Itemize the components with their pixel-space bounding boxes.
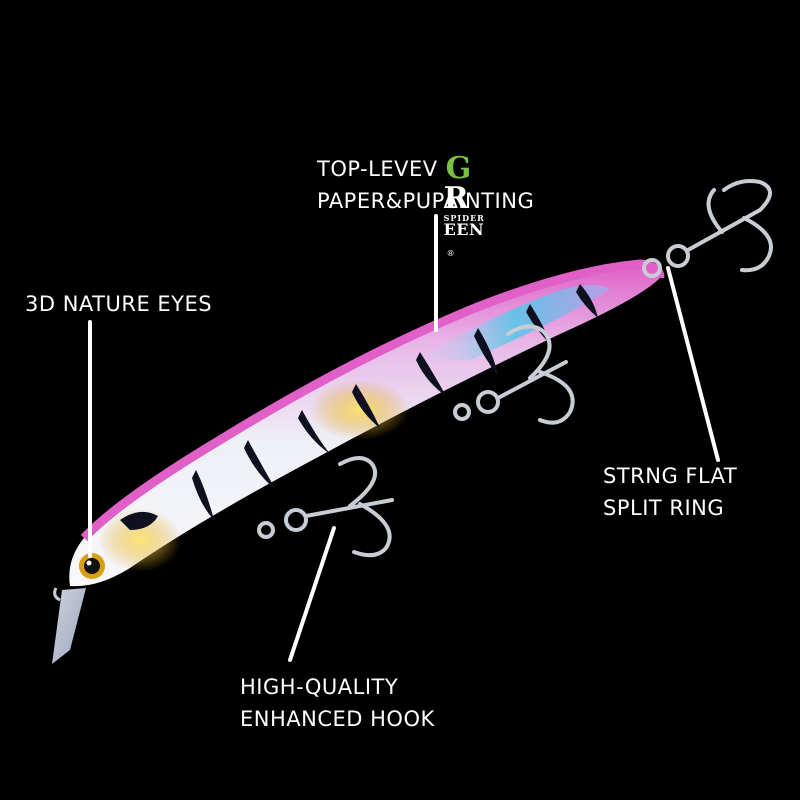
- painting-label-line2: PAPER&PUPAINTING: [317, 189, 535, 213]
- hook-pointer: [288, 526, 336, 662]
- belly-treble-hook: [453, 324, 575, 425]
- eyes-label: 3D NATURE EYES: [25, 288, 212, 320]
- hook-label-line1: HIGH-QUALITY: [240, 675, 399, 699]
- hook-label: HIGH-QUALITY ENHANCED HOOK: [240, 671, 435, 735]
- hook-label-line2: ENHANCED HOOK: [240, 707, 435, 731]
- painting-label-line1: TOP-LEVEV: [317, 157, 438, 181]
- lure-stripes: [192, 284, 598, 520]
- tail-treble-hook: [642, 179, 773, 278]
- split-ring-label: STRNG FLAT SPLIT RING: [603, 460, 737, 524]
- pointer-lines: [88, 214, 720, 662]
- split-ring-label-line2: SPLIT RING: [603, 496, 725, 520]
- diving-lip: [52, 588, 86, 664]
- lure-eye: [79, 553, 105, 579]
- brand-logo: G R SPIDER EEN ®: [443, 151, 485, 259]
- eyes-label-text: 3D NATURE EYES: [25, 292, 213, 316]
- front-treble-hook: [257, 456, 394, 558]
- ring-pointer: [666, 266, 720, 462]
- split-ring-label-line1: STRNG FLAT: [603, 464, 738, 488]
- painting-label: TOP-LEVEV G R SPIDER EEN ® PAPER&PUPAINT…: [317, 151, 535, 259]
